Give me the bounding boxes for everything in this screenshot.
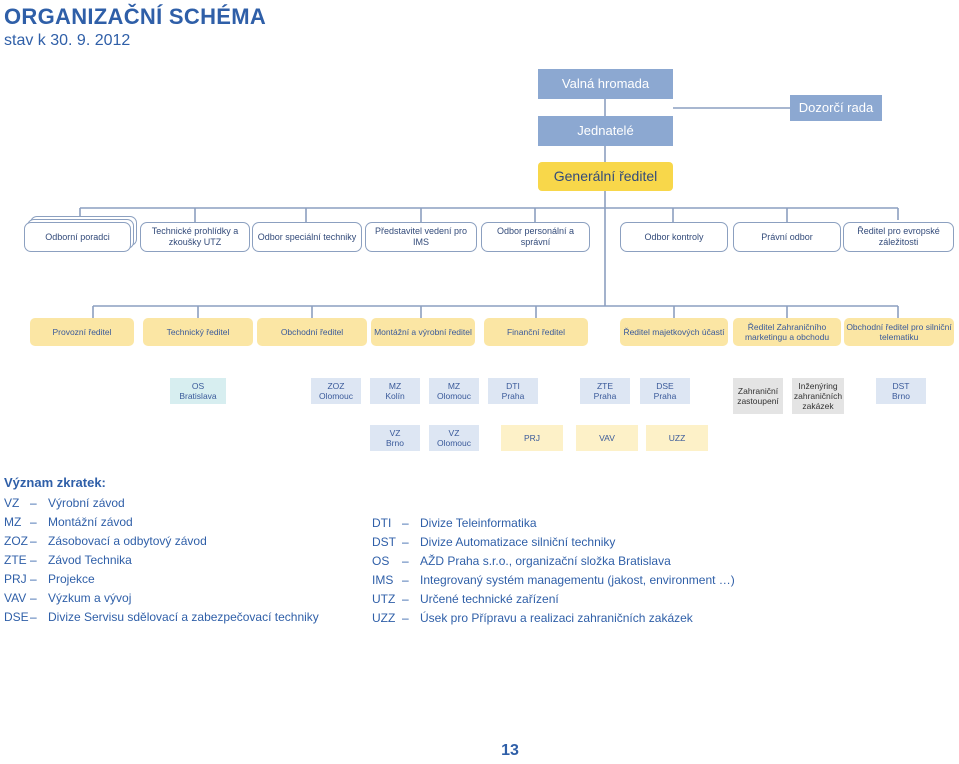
staff-technicke-prohlidky: Technické prohlídky a zkoušky UTZ [140, 222, 250, 252]
legend-abbr: ZOZ [4, 534, 28, 548]
legend-abbr: VZ [4, 496, 20, 510]
staff-odbor-specialni-techniky: Odbor speciální techniky [252, 222, 362, 252]
legend-abbr: DTI [372, 516, 392, 530]
legend-dash: – [402, 573, 409, 587]
unit-mz-olomouc: MZ Olomouc [429, 378, 479, 404]
page-subtitle: stav k 30. 9. 2012 [4, 32, 131, 49]
legend-text: Divize Teleinformatika [420, 516, 537, 530]
legend-item: DSE–Divize Servisu sdělovací a zabezpečo… [4, 610, 319, 624]
legend-dash: – [402, 554, 409, 568]
unit-dse-praha: DSE Praha [640, 378, 690, 404]
legend-dash: – [30, 553, 37, 567]
legend-dash: – [402, 592, 409, 606]
legend-text: Úsek pro Přípravu a realizaci zahraniční… [420, 611, 693, 625]
unit-zoz-olomouc: ZOZ Olomouc [311, 378, 361, 404]
staff-odbor-personalni: Odbor personální a správní [481, 222, 590, 252]
unit-zahranicni-zastoupeni: Zahraniční zastoupení [733, 378, 783, 414]
legend-text: Závod Technika [48, 553, 132, 567]
legend-abbr: DST [372, 535, 396, 549]
director-montazni-vyrobni: Montážní a výrobní ředitel [371, 318, 475, 346]
unit-uzz: UZZ [646, 425, 708, 451]
page-title: ORGANIZAČNÍ SCHÉMA [4, 4, 267, 29]
legend-item: OS–AŽD Praha s.r.o., organizační složka … [372, 554, 671, 568]
staff-pravni-odbor: Právní odbor [733, 222, 841, 252]
legend-item: VZ–Výrobní závod [4, 496, 125, 510]
legend-abbr: VAV [4, 591, 27, 605]
unit-dst-brno: DST Brno [876, 378, 926, 404]
director-technicky: Technický ředitel [143, 318, 253, 346]
unit-vz-olomouc: VZ Olomouc [429, 425, 479, 451]
legend-item: MZ–Montážní závod [4, 515, 133, 529]
legend-item: IMS–Integrovaný systém managementu (jako… [372, 573, 735, 587]
unit-vav: VAV [576, 425, 638, 451]
staff-reditel-evropske: Ředitel pro evropské záležitosti [843, 222, 954, 252]
legend-abbr: DSE [4, 610, 29, 624]
unit-inzenyring: Inženýring zahraničních zakázek [792, 378, 844, 414]
legend-dash: – [30, 515, 37, 529]
unit-os-bratislava: OS Bratislava [170, 378, 226, 404]
legend-item: DST–Divize Automatizace silniční technik… [372, 535, 615, 549]
legend-dash: – [402, 516, 409, 530]
legend-abbr: UTZ [372, 592, 396, 606]
legend-dash: – [402, 535, 409, 549]
generalni-reditel-box: Generální ředitel [538, 162, 673, 191]
legend-abbr: PRJ [4, 572, 27, 586]
legend-dash: – [30, 591, 37, 605]
legend-text: Projekce [48, 572, 95, 586]
unit-mz-kolin: MZ Kolín [370, 378, 420, 404]
staff-predstavitel-ims: Představitel vedení pro IMS [365, 222, 477, 252]
legend-text: Zásobovací a odbytový závod [48, 534, 207, 548]
legend-item: ZTE–Závod Technika [4, 553, 132, 567]
legend-text: Integrovaný systém managementu (jakost, … [420, 573, 735, 587]
legend-abbr: MZ [4, 515, 22, 529]
dozorci-rada-box: Dozorčí rada [790, 95, 882, 121]
unit-zte-praha: ZTE Praha [580, 378, 630, 404]
legend-dash: – [30, 496, 37, 510]
legend-dash: – [30, 610, 37, 624]
legend-text: Divize Servisu sdělovací a zabezpečovací… [48, 610, 319, 624]
legend-text: AŽD Praha s.r.o., organizační složka Bra… [420, 554, 671, 568]
legend-abbr: IMS [372, 573, 394, 587]
legend-text: Výzkum a vývoj [48, 591, 132, 605]
director-financni: Finanční ředitel [484, 318, 588, 346]
legend-heading: Význam zkratek: [4, 475, 106, 490]
legend-item: ZOZ–Zásobovací a odbytový závod [4, 534, 207, 548]
legend-item: DTI–Divize Teleinformatika [372, 516, 537, 530]
legend-text: Výrobní závod [48, 496, 125, 510]
unit-dti-praha: DTI Praha [488, 378, 538, 404]
legend-item: UTZ–Určené technické zařízení [372, 592, 559, 606]
jednatele-box: Jednatelé [538, 116, 673, 146]
legend-dash: – [402, 611, 409, 625]
unit-vz-brno: VZ Brno [370, 425, 420, 451]
legend-abbr: OS [372, 554, 390, 568]
legend-text: Určené technické zařízení [420, 592, 559, 606]
legend-abbr: UZZ [372, 611, 396, 625]
director-provozni: Provozní ředitel [30, 318, 134, 346]
legend-item: UZZ–Úsek pro Přípravu a realizaci zahran… [372, 611, 693, 625]
director-obchodni: Obchodní ředitel [257, 318, 367, 346]
legend-abbr: ZTE [4, 553, 27, 567]
legend-dash: – [30, 534, 37, 548]
unit-prj: PRJ [501, 425, 563, 451]
director-zahranicni-marketing: Ředitel Zahraničního marketingu a obchod… [733, 318, 841, 346]
valna-hromada-box: Valná hromada [538, 69, 673, 99]
director-obchodni-telematika: Obchodní ředitel pro silniční telematiku [844, 318, 954, 346]
director-majetkovych-ucasti: Ředitel majetkových účastí [620, 318, 728, 346]
staff-odbor-kontroly: Odbor kontroly [620, 222, 728, 252]
legend-item: PRJ–Projekce [4, 572, 95, 586]
legend-text: Montážní závod [48, 515, 133, 529]
staff-odborni-poradci: Odborní poradci [24, 222, 131, 252]
legend-item: VAV–Výzkum a vývoj [4, 591, 131, 605]
legend-dash: – [30, 572, 37, 586]
page-number: 13 [501, 742, 519, 759]
legend-text: Divize Automatizace silniční techniky [420, 535, 616, 549]
